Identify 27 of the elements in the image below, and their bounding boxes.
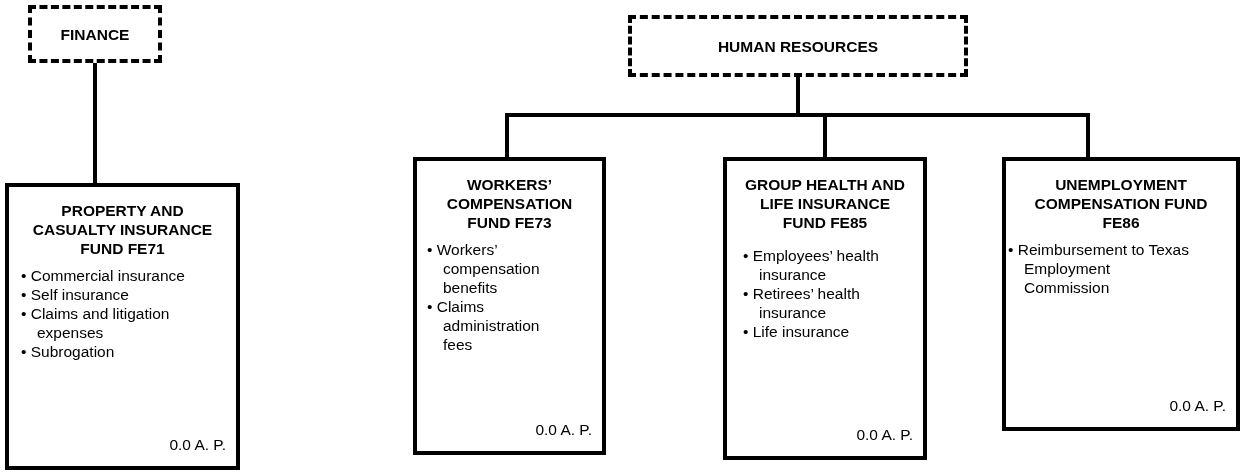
bullet-item: • Subrogation xyxy=(21,342,116,361)
department-box xyxy=(628,15,968,77)
fund-heading: WORKERS’ COMPENSATION FUND FE73 xyxy=(445,175,574,232)
fund-box xyxy=(723,157,927,460)
fund-heading: GROUP HEALTH AND LIFE INSURANCE FUND FE85 xyxy=(745,175,905,232)
bullet-item: • Reimbursement to Texas Employment Commission xyxy=(1008,240,1190,297)
bullet-item: • Employees’ health insurance xyxy=(743,246,880,284)
bullet-item: • Claims administration fees xyxy=(427,297,541,354)
fund-box xyxy=(1002,157,1240,431)
department-box xyxy=(28,5,162,63)
fund-heading: FINANCE xyxy=(60,24,130,44)
connector-line xyxy=(93,63,97,183)
fund-heading: PROPERTY AND CASUALTY INSURANCE FUND FE71 xyxy=(31,201,214,258)
fund-box xyxy=(413,157,606,455)
position-count: 0.0 A. P. xyxy=(169,436,226,454)
position-count: 0.0 A. P. xyxy=(1169,397,1226,415)
bullet-item: • Workers’ compensation benefits xyxy=(427,240,541,297)
bullet-item: • Self insurance xyxy=(21,285,130,304)
bullet-item: • Claims and litigation expenses xyxy=(21,304,171,342)
bullet-item: • Life insurance xyxy=(743,322,851,341)
fund-box xyxy=(5,183,240,470)
position-count: 0.0 A. P. xyxy=(856,426,913,444)
fund-heading: HUMAN RESOURCES xyxy=(717,36,879,56)
position-count: 0.0 A. P. xyxy=(535,421,592,439)
fund-heading: UNEMPLOYMENT COMPENSATION FUND FE86 xyxy=(1034,175,1208,232)
bullet-item: • Retirees’ health insurance xyxy=(743,284,861,322)
bullet-item: • Commercial insurance xyxy=(21,266,186,285)
